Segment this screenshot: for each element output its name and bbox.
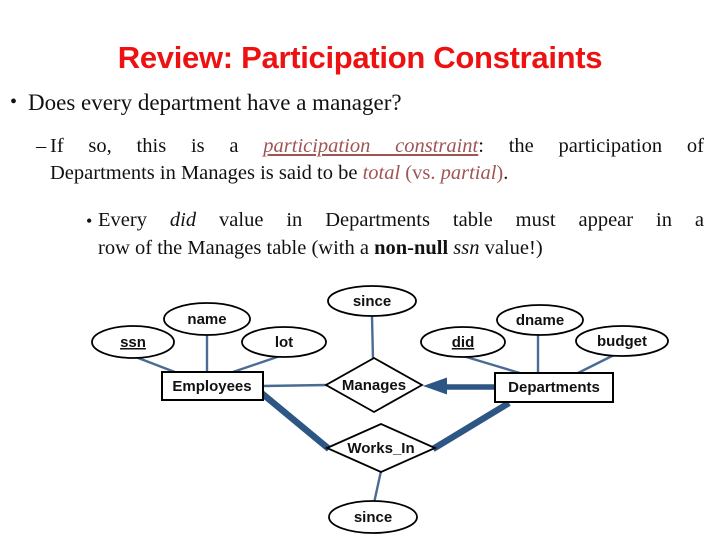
edge-lot-employees <box>229 354 281 375</box>
edge-since-manages <box>370 315 375 361</box>
relationship-label-manages: Manages <box>342 377 406 394</box>
dash-marker: – <box>36 135 47 157</box>
text-segment: If so, this is a <box>50 135 264 157</box>
text-segment-did: did <box>169 209 197 231</box>
attribute-label-ssn: ssn <box>120 334 146 351</box>
text-segment: value in Departments table must appear i… <box>196 209 704 231</box>
bullet-level1-text: Does every department have a manager? <box>28 90 402 115</box>
text-segment: Every <box>98 209 170 231</box>
text-segment: row of the Manages table (with a <box>98 237 375 259</box>
entity-rect-departments <box>494 372 614 403</box>
attribute-ellipse-since-manages <box>327 285 417 317</box>
edge-employees-manages <box>262 383 328 388</box>
attribute-ellipse-did <box>420 326 506 358</box>
text-segment: : <box>478 135 484 157</box>
edge-did-departments <box>462 354 524 376</box>
er-diagram: ssn name lot since did dname budget Empl… <box>91 285 669 534</box>
relationship-label-worksin: Works_In <box>347 440 414 457</box>
text-segment: Departments in Manages is said to be <box>50 162 363 184</box>
attribute-label-name: name <box>187 311 226 328</box>
entity-rect-employees <box>161 371 264 401</box>
text-segment-non-null: non-null <box>374 237 449 259</box>
bullet-marker: • <box>86 211 93 231</box>
attribute-label-budget: budget <box>597 333 647 350</box>
text-segment: (vs. <box>400 162 441 184</box>
arrow-departments-manages-head <box>423 377 447 395</box>
entity-label-employees: Employees <box>172 378 251 395</box>
text-line: row of the Manages table (with a non-nul… <box>98 234 704 262</box>
edge-worksin-since <box>372 470 383 504</box>
slide-title: Review: Participation Constraints <box>117 40 603 75</box>
text-segment-total: total <box>362 162 401 184</box>
text-line: If so, this is a participation constrain… <box>50 133 704 160</box>
text-segment-ssn: ssn <box>453 237 480 259</box>
attribute-label-lot: lot <box>275 334 293 351</box>
text-segment: ) <box>496 162 504 184</box>
attribute-label-dname: dname <box>516 312 564 329</box>
edge-employees-worksin-total <box>256 388 332 452</box>
bullet-level3-text: Every did value in Departments table mus… <box>98 206 704 262</box>
text-segment-participation-constraint: participation constraint <box>263 135 479 157</box>
bullet-level2-text: If so, this is a participation constrain… <box>50 133 704 187</box>
attribute-label-since-worksin: since <box>354 509 392 526</box>
edge-departments-worksin-total <box>431 400 511 452</box>
text-segment-partial: partial <box>440 162 497 184</box>
attribute-ellipse-name <box>163 302 251 336</box>
attribute-ellipse-budget <box>575 325 669 357</box>
relationship-diamond-worksin <box>324 423 438 473</box>
bullet-marker: • <box>10 91 18 113</box>
entity-label-departments: Departments <box>508 379 600 396</box>
relationship-diamond-manages <box>324 356 424 414</box>
attribute-ellipse-lot <box>241 326 327 358</box>
text-segment: value!) <box>479 237 543 259</box>
attribute-ellipse-dname <box>496 304 584 336</box>
text-line: Departments in Manages is said to be tot… <box>50 160 704 187</box>
attribute-label-since-manages: since <box>353 293 391 310</box>
attribute-ellipse-since-worksin <box>328 500 418 534</box>
text-segment: . <box>503 162 509 184</box>
text-line: Every did value in Departments table mus… <box>98 206 704 234</box>
attribute-label-did: did <box>452 334 475 351</box>
attribute-ellipse-ssn <box>91 325 175 359</box>
edge-budget-departments <box>575 353 615 376</box>
text-segment: the participation of <box>483 135 704 157</box>
